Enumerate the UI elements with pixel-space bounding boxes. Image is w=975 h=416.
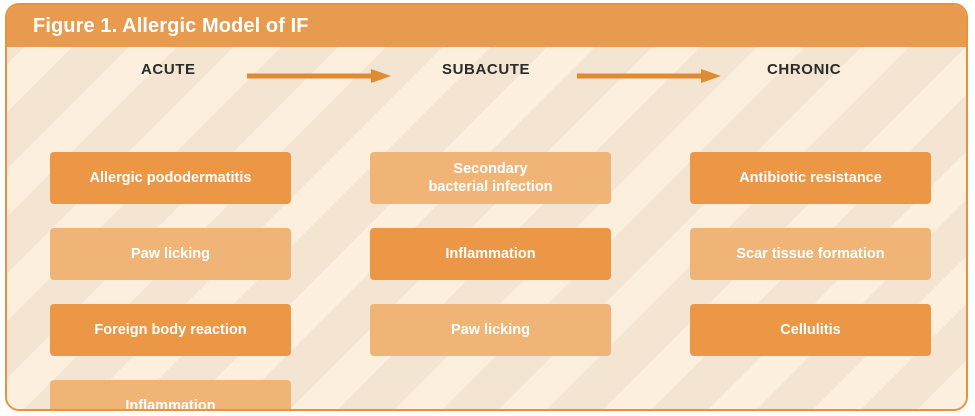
node-box: Allergic pododermatitis xyxy=(50,152,291,204)
node-label: Allergic pododermatitis xyxy=(89,169,252,186)
node-label: Antibiotic resistance xyxy=(739,169,882,186)
figure-header: Figure 1. Allergic Model of IF xyxy=(7,5,966,47)
node-box: Inflammation xyxy=(50,380,291,409)
node-label-line: Secondary xyxy=(453,160,528,177)
node-box: Paw licking xyxy=(370,304,611,356)
stage-label-subacute: SUBACUTE xyxy=(442,61,531,78)
node-label: Secondary bacterial infection xyxy=(428,160,552,196)
node-label: Paw licking xyxy=(451,321,530,338)
node-label-line: bacterial infection xyxy=(428,179,553,195)
node-label: Inflammation xyxy=(125,397,216,409)
node-label: Scar tissue formation xyxy=(736,245,885,262)
figure-card: Figure 1. Allergic Model of IF ACUTE SUB… xyxy=(5,3,968,411)
node-box: Paw licking xyxy=(50,228,291,280)
node-box: Inflammation xyxy=(370,228,611,280)
node-label: Paw licking xyxy=(131,245,210,262)
columns-container: Allergic pododermatitis Paw licking Fore… xyxy=(7,47,966,409)
figure-body: ACUTE SUBACUTE CHRONIC Allergic podode xyxy=(7,47,966,409)
node-box: Secondary bacterial infection xyxy=(370,152,611,204)
node-box: Cellulitis xyxy=(690,304,931,356)
stage-label-acute: ACUTE xyxy=(141,61,196,78)
node-box: Scar tissue formation xyxy=(690,228,931,280)
stage-label-chronic: CHRONIC xyxy=(767,61,842,78)
node-label: Cellulitis xyxy=(780,321,841,338)
node-box: Antibiotic resistance xyxy=(690,152,931,204)
node-box: Foreign body reaction xyxy=(50,304,291,356)
stage-header-row: ACUTE SUBACUTE CHRONIC xyxy=(7,47,966,99)
node-label: Foreign body reaction xyxy=(94,321,247,338)
node-label: Inflammation xyxy=(445,245,536,262)
figure-title: Figure 1. Allergic Model of IF xyxy=(33,15,309,37)
subacute-to-chronic-arrow xyxy=(577,69,721,83)
acute-to-subacute-arrow xyxy=(247,69,391,83)
